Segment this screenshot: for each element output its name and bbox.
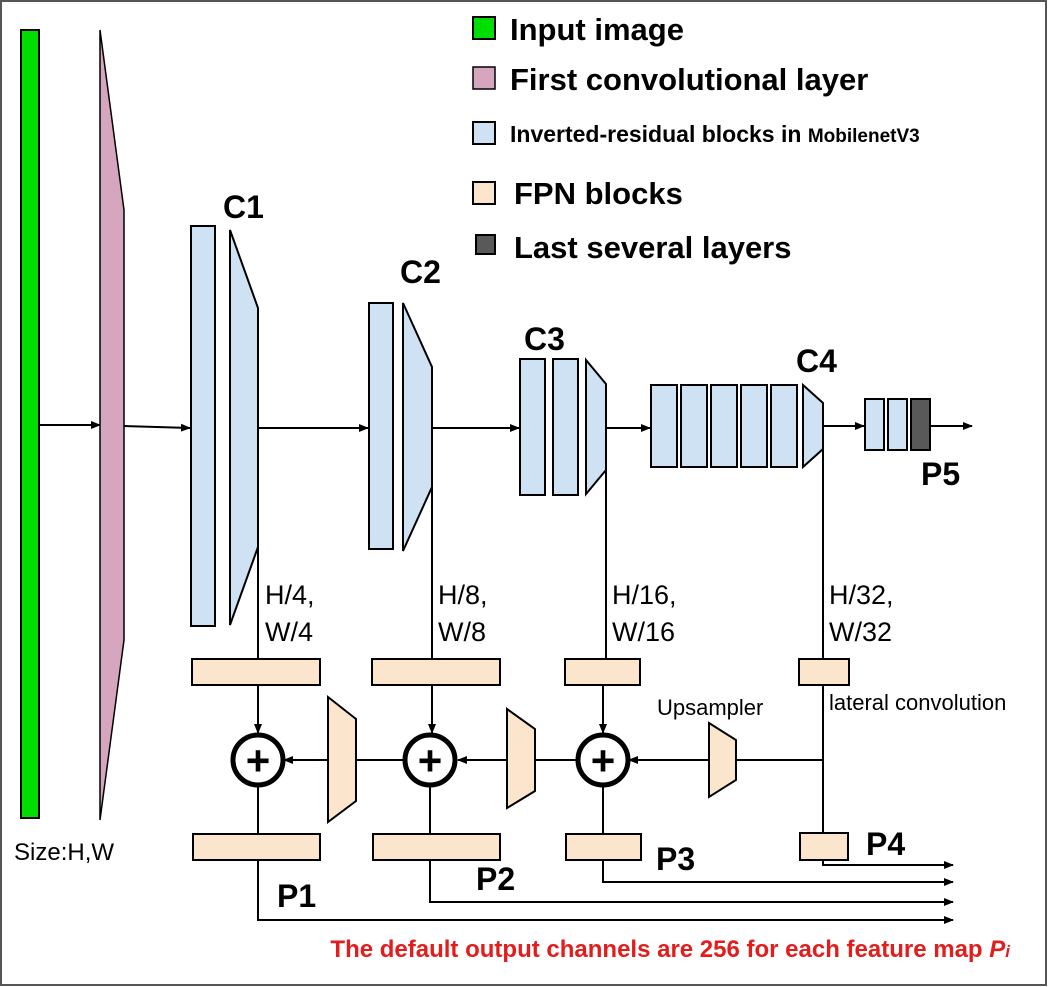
legend-last-layers-label: Last several layers bbox=[514, 230, 792, 265]
p3-output-line bbox=[602, 860, 954, 886]
c3-downsample-block bbox=[585, 357, 607, 497]
legend-inverted-residual-swatch bbox=[472, 121, 496, 145]
fpn-output-block-4 bbox=[799, 832, 849, 861]
fpn-output-block-3 bbox=[565, 833, 642, 861]
c1-dim-w: W/4 bbox=[265, 617, 313, 647]
c2-dim-h: H/8, bbox=[438, 580, 488, 610]
stage-c3: C3 bbox=[519, 321, 607, 497]
c3-label: C3 bbox=[524, 321, 565, 357]
p2-label: P2 bbox=[476, 861, 515, 897]
input-size-label: Size:H,W bbox=[14, 839, 114, 866]
legend-inverted-residual-prefix: Inverted-residual blocks in bbox=[510, 121, 808, 147]
c4-dim-w: W/32 bbox=[829, 617, 892, 647]
arrow-conv-to-c1 bbox=[123, 423, 191, 432]
c1-block bbox=[190, 225, 216, 627]
p4-label: P4 bbox=[866, 826, 905, 862]
footer-symbol: P bbox=[989, 936, 1006, 963]
c3-dim-h: H/16, bbox=[612, 580, 677, 610]
upsampler-3 bbox=[708, 721, 737, 799]
stage-c4: C4 bbox=[650, 343, 837, 470]
stage-c1: C1 bbox=[190, 189, 264, 627]
legend-inverted-residual-label: Inverted-residual blocks in MobilenetV3 bbox=[510, 121, 920, 147]
footer-subscript: i bbox=[1005, 942, 1011, 961]
fpn-output-block-2 bbox=[372, 833, 501, 861]
upsampler-1 bbox=[327, 694, 357, 824]
plus-icon: + bbox=[246, 737, 271, 784]
head-block-2 bbox=[887, 398, 908, 451]
legend-first-conv-swatch bbox=[472, 66, 496, 90]
upsampler-2 bbox=[506, 707, 536, 810]
upsampler-label: Upsampler bbox=[657, 695, 763, 720]
legend-fpn-swatch bbox=[472, 181, 496, 205]
legend-first-conv-label: First convolutional layer bbox=[510, 62, 868, 97]
plus-icon: + bbox=[591, 737, 616, 784]
c3-dim-w: W/16 bbox=[612, 617, 675, 647]
legend-fpn-label: FPN blocks bbox=[514, 176, 683, 211]
c4-block-2 bbox=[680, 384, 708, 468]
c2-dim-w: W/8 bbox=[438, 617, 486, 647]
c2-block bbox=[368, 302, 394, 550]
c3-block-2 bbox=[552, 358, 579, 496]
p4-output-line bbox=[822, 860, 954, 869]
legend: Input image First convolutional layer In… bbox=[472, 12, 920, 265]
p3-label: P3 bbox=[656, 841, 695, 877]
p1-label: P1 bbox=[277, 878, 316, 914]
legend-inverted-residual-model: MobilenetV3 bbox=[808, 126, 920, 147]
p1-output-line bbox=[257, 860, 954, 924]
c4-block-4 bbox=[740, 384, 768, 468]
fpn-lateral-block-4 bbox=[798, 658, 850, 686]
c4-block-5 bbox=[770, 384, 798, 468]
c1-dim-h: H/4, bbox=[265, 580, 315, 610]
sum-node-1: + bbox=[230, 732, 286, 788]
plus-icon: + bbox=[418, 737, 443, 784]
sum-node-2: + bbox=[402, 732, 458, 788]
legend-input-swatch bbox=[472, 16, 496, 40]
stage-c2: C2 bbox=[368, 254, 441, 552]
fpn-output-block-1 bbox=[192, 833, 321, 861]
c2-label: C2 bbox=[400, 254, 441, 290]
footer-note-text: The default output channels are 256 for … bbox=[330, 936, 989, 963]
legend-last-layers-swatch bbox=[475, 234, 496, 255]
c3-block-1 bbox=[519, 358, 546, 496]
fpn-lateral-block-3 bbox=[564, 658, 641, 686]
p5-label: P5 bbox=[921, 456, 960, 492]
input-image-bar bbox=[20, 29, 40, 819]
footer-note: The default output channels are 256 for … bbox=[330, 936, 1011, 963]
first-conv-layer bbox=[99, 29, 125, 821]
p2-output-line bbox=[429, 860, 954, 906]
sum-node-3: + bbox=[575, 732, 631, 788]
last-layer-block bbox=[910, 398, 931, 451]
legend-input-label: Input image bbox=[510, 12, 684, 47]
c4-block-3 bbox=[710, 384, 738, 468]
fpn-lateral-block-2 bbox=[371, 658, 501, 686]
c1-label: C1 bbox=[223, 189, 264, 225]
c4-label: C4 bbox=[796, 343, 837, 379]
head-layers: P5 bbox=[864, 398, 960, 492]
fpn-lateral-block-1 bbox=[191, 658, 321, 686]
lateral-convolution-label: lateral convolution bbox=[829, 690, 1006, 715]
c4-block-1 bbox=[650, 384, 678, 468]
head-block-1 bbox=[864, 398, 885, 451]
c4-dim-h: H/32, bbox=[829, 580, 894, 610]
